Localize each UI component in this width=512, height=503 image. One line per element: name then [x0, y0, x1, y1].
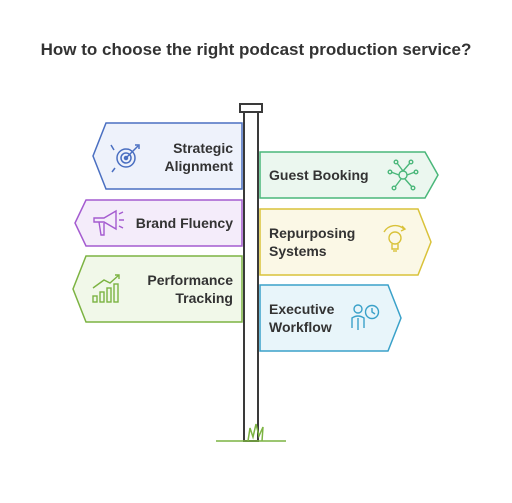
sign-repurposing-systems [259, 208, 432, 276]
label-line: Systems [269, 243, 327, 259]
grass-icon [247, 423, 264, 442]
signpost-pole [243, 110, 259, 442]
sign-executive-workflow [259, 284, 402, 352]
network-icon [387, 159, 419, 191]
target-icon [110, 144, 140, 173]
label-repurposing-systems: Repurposing Systems [269, 224, 355, 260]
label-line: Guest Booking [269, 167, 369, 183]
sign-strategic-alignment [92, 122, 243, 190]
label-line: Alignment [164, 158, 233, 174]
label-line: Repurposing [269, 225, 356, 241]
label-line: Performance [147, 272, 233, 288]
person-clock-icon [351, 304, 380, 330]
label-brand-fluency: Brand Fluency [136, 214, 233, 232]
growth-chart-icon [92, 274, 120, 303]
signpost-cap [239, 103, 263, 113]
label-line: Tracking [175, 290, 233, 306]
label-line: Executive [269, 301, 335, 317]
label-executive-workflow: Executive Workflow [269, 300, 334, 336]
lightbulb-icon [383, 224, 407, 252]
label-performance-tracking: Performance Tracking [147, 271, 233, 307]
megaphone-icon [93, 209, 124, 236]
sign-brand-fluency [74, 199, 243, 247]
label-guest-booking: Guest Booking [269, 166, 369, 184]
label-strategic-alignment: Strategic Alignment [165, 139, 233, 175]
diagram-title: How to choose the right podcast producti… [40, 40, 472, 59]
label-line: Strategic [173, 140, 233, 156]
label-line: Brand Fluency [135, 215, 233, 231]
sign-performance-tracking [72, 255, 243, 323]
label-line: Workflow [269, 319, 332, 335]
